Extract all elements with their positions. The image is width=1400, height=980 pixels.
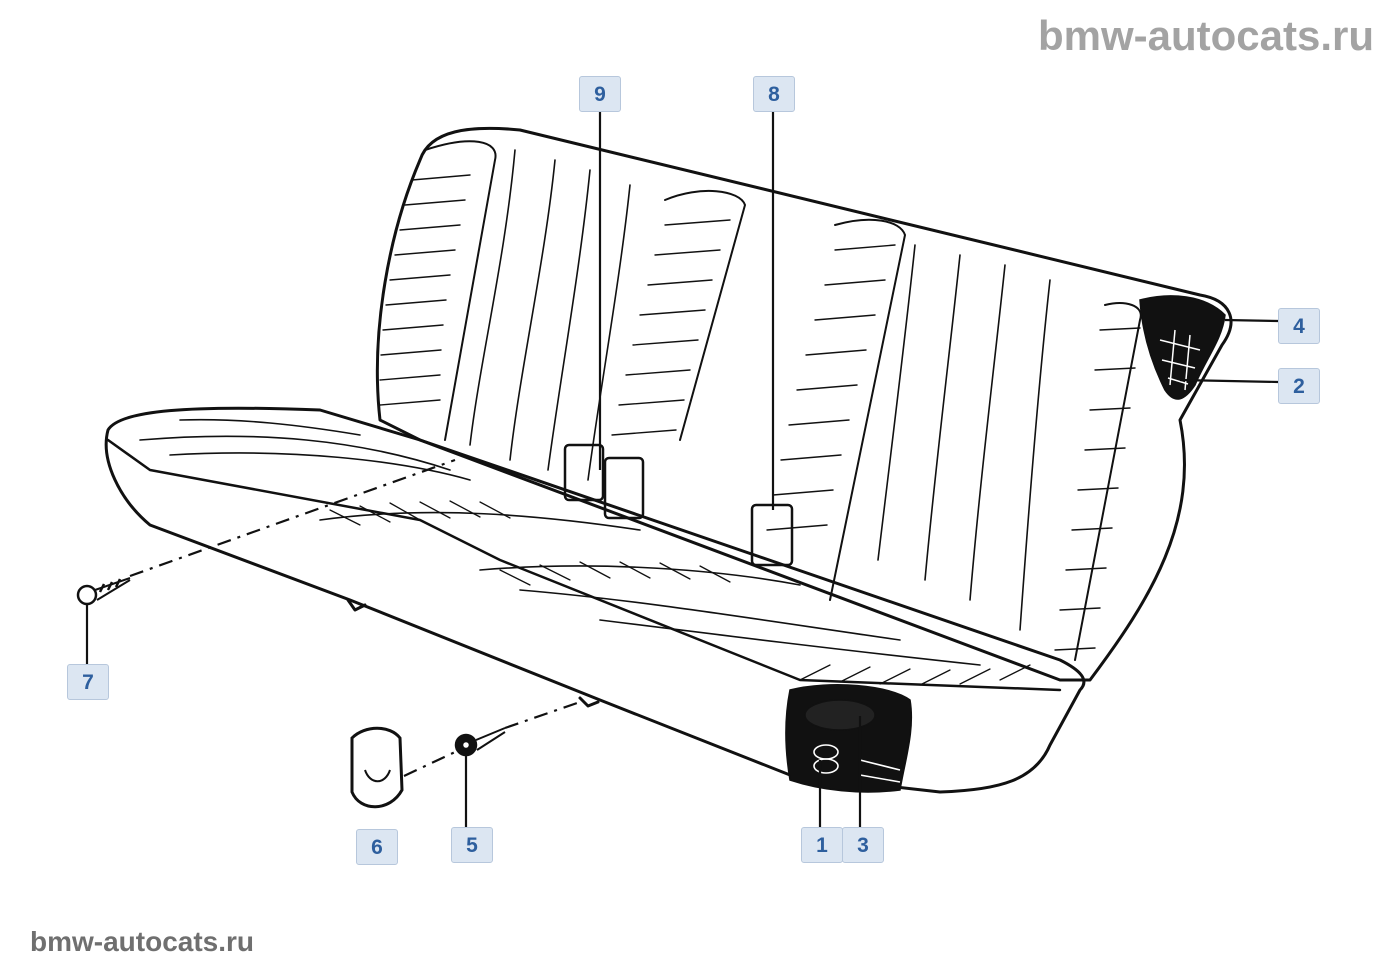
callout-8[interactable]: 8	[753, 76, 795, 112]
center-bolster-ribs	[611, 219, 896, 531]
cover-cap-6	[350, 726, 404, 809]
center-bolster-right	[829, 218, 906, 601]
watermark-bottom: bmw-autocats.ru	[30, 926, 255, 957]
seat-front-edge	[106, 438, 1062, 692]
right-side-bolster	[1074, 302, 1142, 661]
callout-3[interactable]: 3	[842, 827, 884, 863]
left-side-bolster	[424, 140, 497, 441]
buckle-9-left	[563, 443, 605, 502]
seat-cushion-outline	[104, 406, 1086, 794]
cutaway-foam-cushion	[785, 684, 913, 793]
center-bolster-left	[664, 189, 746, 441]
assembly-lines	[129, 458, 581, 777]
right-bolster-ribs	[1054, 327, 1141, 651]
seat-pleats	[139, 418, 981, 666]
seat-wedge-ribs	[329, 500, 1031, 686]
callout-4[interactable]: 4	[1278, 308, 1320, 344]
mount-tab-right	[578, 696, 600, 708]
callout-9[interactable]: 9	[579, 76, 621, 112]
callout-6[interactable]: 6	[356, 829, 398, 865]
callout-2[interactable]: 2	[1278, 368, 1320, 404]
buckle-9-right	[603, 456, 645, 520]
callout-1[interactable]: 1	[801, 827, 843, 863]
cutaway-foam-backrest	[1139, 295, 1226, 400]
mount-tab-left	[346, 598, 367, 612]
left-bolster-ribs	[379, 174, 471, 406]
screw-5	[454, 727, 506, 757]
backrest-outline	[375, 126, 1233, 682]
callout-7[interactable]: 7	[67, 664, 109, 700]
screw-7	[76, 577, 131, 606]
callout-5[interactable]: 5	[451, 827, 493, 863]
backrest-pleats	[469, 149, 1051, 631]
watermark-top: bmw-autocats.ru	[1037, 12, 1374, 59]
leader-lines	[85, 110, 1279, 830]
